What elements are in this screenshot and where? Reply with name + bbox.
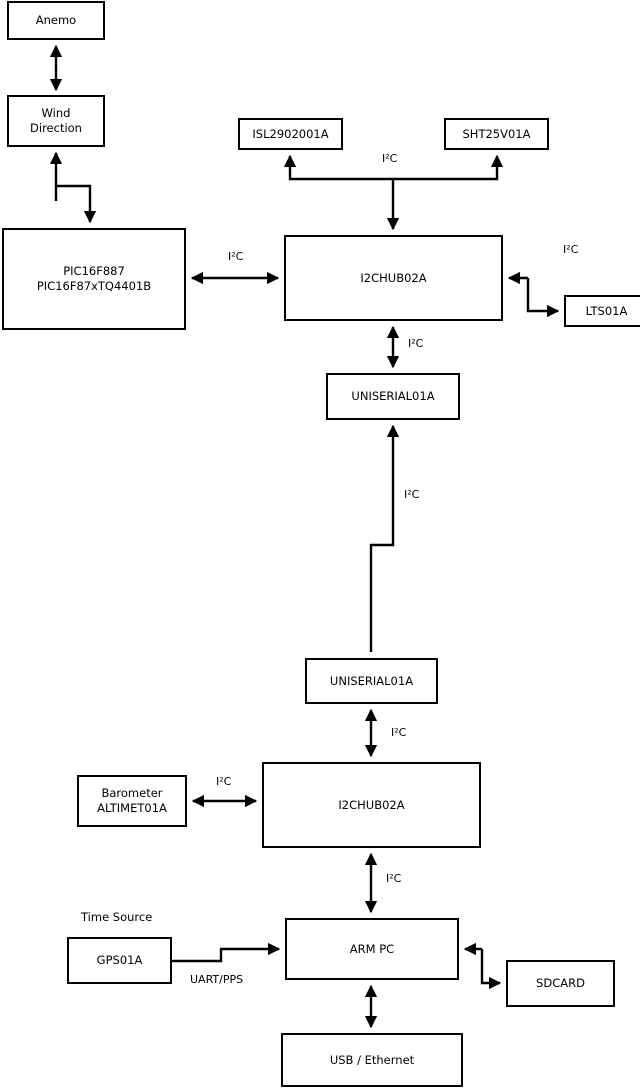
node-lts01a[interactable]: LTS01A [564, 295, 640, 327]
node-barometer-label-line2: ALTIMET01A [97, 801, 167, 815]
node-gps01a-label: GPS01A [96, 953, 143, 967]
edge-label-i2c-sensors-bus: I²C [382, 152, 398, 165]
connector-armpc-to-sdcard [480, 949, 502, 990]
node-i2chub02a-bottom-label: I2CHUB02A [338, 797, 405, 812]
edge-label-i2c-barometer-hub: I²C [216, 775, 232, 788]
node-anemo-label: Anemo [35, 13, 77, 27]
node-pic-label-line1: PIC16F887 [63, 264, 125, 278]
node-barometer-altimet01a[interactable]: Barometer ALTIMET01A [77, 775, 187, 827]
node-wind-direction-label-line1: Wind [41, 106, 71, 120]
edge-label-i2c-uniserial-uniserial: I²C [404, 488, 420, 501]
node-wind-direction-label-line2: Direction [30, 121, 82, 135]
connector-bus-to-isl [283, 154, 393, 181]
edge-label-uart-pps: UART/PPS [190, 973, 244, 986]
node-sht25v01a[interactable]: SHT25V01A [444, 118, 549, 150]
node-usb-ethernet[interactable]: USB / Ethernet [281, 1033, 463, 1087]
node-isl2902001a[interactable]: ISL2902001A [238, 118, 343, 150]
node-lts01a-label: LTS01A [585, 303, 628, 318]
node-isl2902001a-label: ISL2902001A [252, 126, 329, 141]
edge-label-i2c-hub-armpc: I²C [386, 872, 402, 885]
edge-label-i2c-pic-hub: I²C [228, 250, 244, 263]
connector-wind-to-pic [56, 184, 97, 224]
node-pic-label-line2: PIC16F87xTQ4401B [36, 279, 152, 293]
node-barometer-label-line1: Barometer [101, 786, 163, 800]
node-pic-microcontroller[interactable]: PIC16F887 PIC16F87xTQ4401B [2, 228, 186, 330]
node-gps01a[interactable]: GPS01A [67, 937, 172, 984]
connector-hubtop-to-lts [526, 278, 560, 318]
connector-uniserialbot-to-uniserialtop [369, 424, 400, 652]
node-i2chub02a-top-label: I2CHUB02A [360, 270, 427, 285]
node-arm-pc-label: ARM PC [349, 941, 395, 956]
label-time-source: Time Source [81, 910, 153, 924]
node-sht25v01a-label: SHT25V01A [462, 126, 531, 141]
node-sdcard-label: SDCARD [536, 976, 585, 990]
node-uniserial01a-bottom-label: UNISERIAL01A [329, 673, 414, 688]
node-wind-direction[interactable]: Wind Direction [7, 95, 105, 147]
node-arm-pc[interactable]: ARM PC [285, 918, 459, 980]
node-i2chub02a-bottom[interactable]: I2CHUB02A [262, 762, 481, 848]
node-uniserial01a-bottom[interactable]: UNISERIAL01A [305, 658, 438, 704]
connector-gps-to-armpc [172, 942, 281, 963]
node-uniserial01a-top[interactable]: UNISERIAL01A [326, 373, 460, 420]
node-usb-ethernet-label: USB / Ethernet [329, 1052, 415, 1067]
edge-label-i2c-hub-lts: I²C [563, 243, 579, 256]
node-sdcard[interactable]: SDCARD [506, 960, 615, 1007]
edge-label-i2c-hub-uniserial: I²C [408, 337, 424, 350]
node-uniserial01a-top-label: UNISERIAL01A [351, 389, 435, 403]
node-anemo[interactable]: Anemo [7, 1, 105, 40]
edge-label-i2c-uniserial-hub: I²C [391, 726, 407, 739]
connector-bus-to-sht [393, 154, 504, 181]
node-i2chub02a-top[interactable]: I2CHUB02A [284, 235, 503, 321]
